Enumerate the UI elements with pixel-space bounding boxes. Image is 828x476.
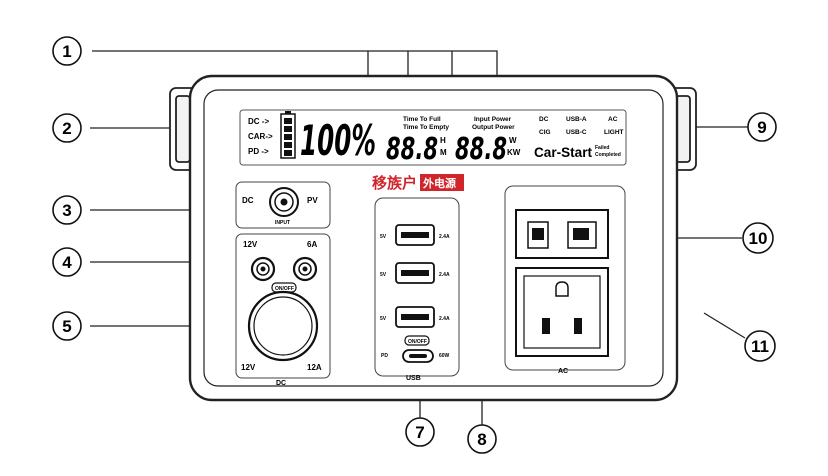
callout-7: 7 xyxy=(405,417,435,447)
svg-text:5: 5 xyxy=(62,317,71,336)
ac-outlet-upper[interactable] xyxy=(515,209,609,259)
lcd-usb-c: USB-C xyxy=(566,129,587,136)
callout-2: 2 xyxy=(52,113,82,143)
svg-text:外电源: 外电源 xyxy=(422,176,456,190)
lcd-output-power: Output Power xyxy=(472,124,515,131)
leader-line-11 xyxy=(703,312,746,339)
svg-text:4: 4 xyxy=(62,253,72,272)
dc-5521-port-left[interactable] xyxy=(250,256,276,282)
usb-3-voltage: 5V xyxy=(380,316,387,322)
usb-3-current: 2.4A xyxy=(439,316,450,322)
callout-11: 11 xyxy=(744,330,776,362)
cigarette-lighter-socket[interactable] xyxy=(247,290,319,362)
lcd-cig: CIG xyxy=(539,129,551,136)
dc-5521-port-right[interactable] xyxy=(292,256,318,282)
lcd-power-value: 88.8 xyxy=(455,132,507,167)
usb-a-port-2-tongue xyxy=(401,270,429,276)
dc-pv-input-panel: DC PV INPUT xyxy=(235,181,331,229)
cig-12v-label: 12V xyxy=(241,363,256,372)
svg-text:10: 10 xyxy=(749,229,768,248)
usb-a-port-3-tongue xyxy=(401,314,429,320)
dc-6a-label: 6A xyxy=(307,240,317,249)
usb-caption: USB xyxy=(406,375,421,382)
lcd-light: LIGHT xyxy=(604,129,624,136)
svg-text:ON/OFF: ON/OFF xyxy=(275,286,294,292)
svg-text:7: 7 xyxy=(415,423,424,442)
lcd-usb-a: USB-A xyxy=(566,116,587,123)
device-body-inner xyxy=(203,89,664,387)
leader-line-1 xyxy=(92,50,498,75)
pv-input-label: PV xyxy=(307,196,318,205)
lcd-pd-label: PD -> xyxy=(248,147,269,156)
svg-text:2: 2 xyxy=(62,119,71,138)
callout-10: 10 xyxy=(742,222,774,254)
lcd-power-unit-w: W xyxy=(509,136,517,145)
callout-5: 5 xyxy=(52,311,82,341)
dc-input-label: DC xyxy=(242,196,254,205)
lcd-power-unit-kw: KW xyxy=(507,148,521,157)
brand-logo: 移族户 外电源 xyxy=(372,174,464,192)
lcd-dc-label: DC -> xyxy=(248,117,269,126)
usb-c-port[interactable] xyxy=(402,349,434,363)
battery-icon xyxy=(280,111,296,159)
svg-text:11: 11 xyxy=(751,337,769,356)
cig-12a-label: 12A xyxy=(307,363,322,372)
usb-panel: 5V 2.4A 5V 2.4A 5V 2.4A ON/OFF PD 60W US… xyxy=(374,197,460,382)
ac-panel: AC xyxy=(504,185,626,375)
usb-onoff-button[interactable]: ON/OFF xyxy=(404,335,430,346)
svg-text:移族户: 移族户 xyxy=(372,174,417,192)
dc-input-port[interactable] xyxy=(269,187,299,217)
dc-onoff-button[interactable]: ON/OFF xyxy=(271,282,297,293)
lcd-dc: DC xyxy=(539,116,549,123)
lcd-display: DC -> CAR-> PD -> 100% Time To Full Time… xyxy=(239,109,627,167)
svg-text:1: 1 xyxy=(62,42,71,61)
svg-text:3: 3 xyxy=(62,201,71,220)
usb-2-voltage: 5V xyxy=(380,272,387,278)
input-caption: INPUT xyxy=(275,220,290,226)
lcd-time-to-empty: Time To Empty xyxy=(403,124,449,131)
usb-2-current: 2.4A xyxy=(439,272,450,278)
svg-text:9: 9 xyxy=(757,118,766,137)
pd-watt-label: 60W xyxy=(439,353,450,359)
usb-1-voltage: 5V xyxy=(380,234,387,240)
callout-1: 1 xyxy=(52,36,82,66)
dc-output-panel: 12V 6A ON/OFF 12V 12A DC xyxy=(235,233,331,387)
callout-3: 3 xyxy=(52,195,82,225)
usb-1-current: 2.4A xyxy=(439,234,450,240)
ac-caption: AC xyxy=(558,368,568,375)
usb-a-port-1-tongue xyxy=(401,232,429,238)
callout-9: 9 xyxy=(747,112,777,142)
lcd-time-to-full: Time To Full xyxy=(403,116,441,123)
lcd-battery-percent: 100% xyxy=(300,116,376,165)
lcd-completed: Completed xyxy=(595,152,621,158)
lcd-time-value: 88.8 xyxy=(386,132,438,167)
lcd-input-power: Input Power xyxy=(474,116,512,123)
lcd-time-unit-h: H xyxy=(440,136,446,145)
callout-4: 4 xyxy=(52,247,82,277)
callouts: 1 2 3 4 5 7 8 9 10 11 xyxy=(52,36,777,454)
svg-text:ON/OFF: ON/OFF xyxy=(408,339,427,345)
lcd-car-start: Car-Start xyxy=(534,144,592,160)
lcd-time-unit-m: M xyxy=(440,148,447,157)
callout-8: 8 xyxy=(467,424,497,454)
dc-12v-label: 12V xyxy=(243,240,258,249)
dc-caption: DC xyxy=(276,380,286,387)
ac-outlet-lower[interactable] xyxy=(515,267,609,357)
lcd-car-label: CAR-> xyxy=(248,132,273,141)
lcd-ac: AC xyxy=(608,116,618,123)
pd-label: PD xyxy=(381,353,388,359)
lcd-failed: Failed xyxy=(595,145,609,151)
svg-text:8: 8 xyxy=(477,430,486,449)
